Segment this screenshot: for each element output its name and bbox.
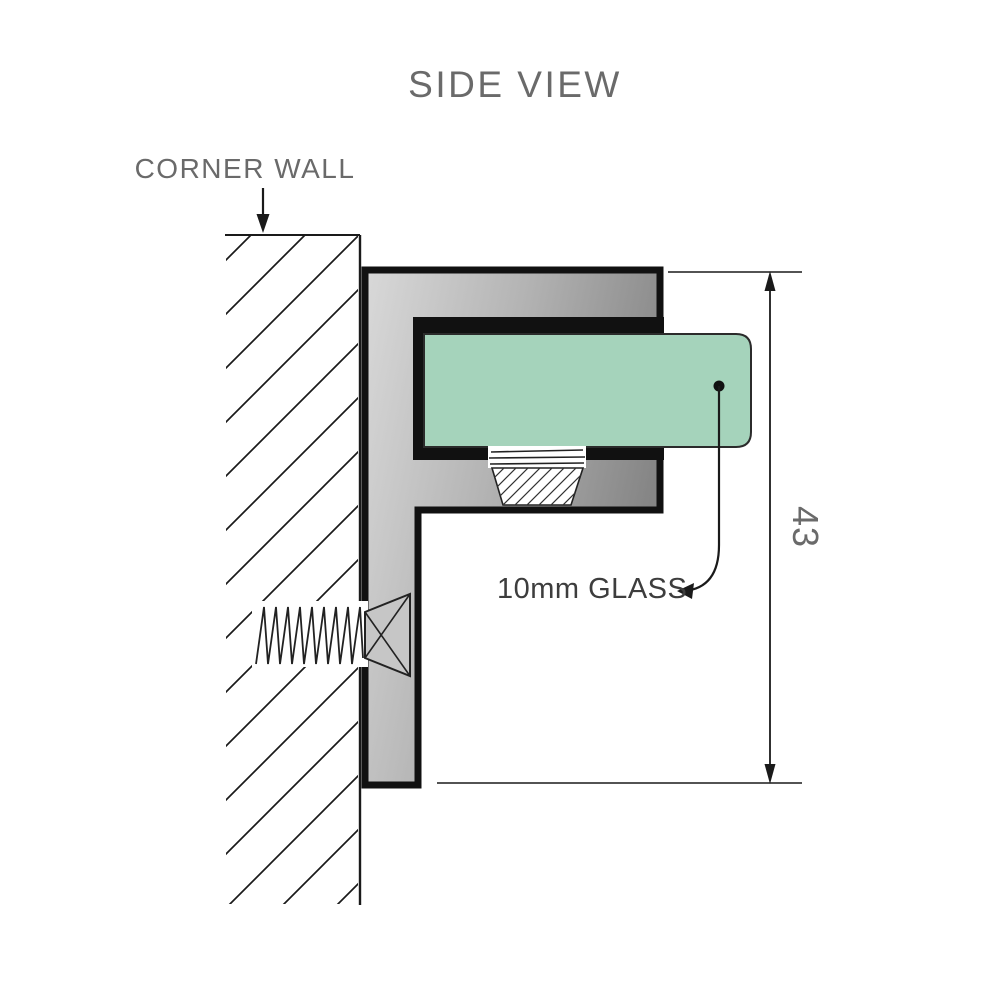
wall-screw-thread xyxy=(255,606,364,665)
corner-wall-label: CORNER WALL xyxy=(135,153,356,184)
wall-hatching xyxy=(226,236,358,904)
dimension-arrow-bottom xyxy=(764,764,776,784)
dimension-43: 43 xyxy=(437,271,826,784)
glass-leader-arrowhead xyxy=(677,583,694,599)
glass-panel xyxy=(423,333,752,448)
grub-screw xyxy=(488,446,586,506)
wall-screw xyxy=(252,592,411,678)
wall-screw-head-cross xyxy=(364,593,411,677)
dimension-arrow-top xyxy=(764,271,776,291)
glass-label: 10mm GLASS xyxy=(497,573,687,605)
corner-wall-arrowhead xyxy=(256,214,270,233)
grub-screw-hatching xyxy=(492,468,583,505)
drawing-title: SIDE VIEW xyxy=(408,64,622,105)
dimension-value: 43 xyxy=(785,506,826,548)
grub-screw-threads xyxy=(488,449,586,465)
